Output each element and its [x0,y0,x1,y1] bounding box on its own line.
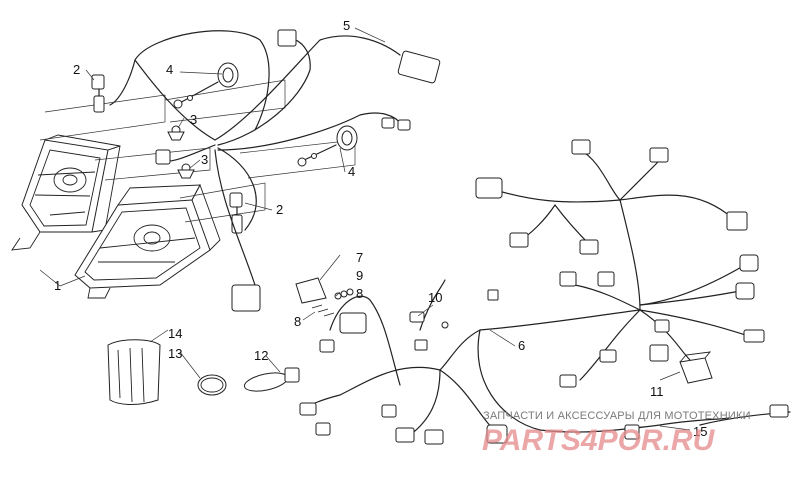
clamp-13 [197,374,227,396]
adjuster-assembly-lower [297,125,358,167]
bulb-socket-upper [91,74,105,113]
watermark: ЗАПЧАСТИ И АКСЕССУАРЫ ДЛЯ МОТОТЕХНИКИ PA… [482,410,751,457]
callout-2-upper: 2 [73,62,80,77]
callout-7: 7 [356,250,363,265]
sensor-12 [243,367,300,392]
headlight-harness [109,29,441,312]
headlight-bulb-upper [167,125,185,141]
callout-1: 1 [54,278,61,293]
adjuster-assembly-upper [173,62,239,109]
callout-6: 6 [518,338,525,353]
connector-housing-7 [295,277,327,304]
terminal-pins-8-9 [311,288,354,317]
callout-numbers: 1 2 2 3 3 4 4 5 6 7 8 8 9 10 11 12 13 14… [54,18,707,439]
callout-11: 11 [650,384,664,399]
callout-15: 15 [693,424,707,439]
relay-11 [679,351,713,384]
headlight-left [11,134,121,251]
main-harness [299,139,791,445]
callout-3-lower: 3 [201,152,208,167]
callout-9: 9 [356,268,363,283]
wrap-sleeve-14 [107,339,161,405]
callout-2-lower: 2 [276,202,283,217]
callout-12: 12 [254,348,268,363]
callout-4-lower: 4 [348,164,355,179]
leader-lines [39,27,691,431]
callout-3-upper: 3 [190,112,197,127]
watermark-logo: PARTS4POR.RU [482,424,716,457]
callout-4-upper: 4 [166,62,173,77]
callout-8-right: 8 [356,286,363,301]
callout-8-left: 8 [294,314,301,329]
headlight-bulb-lower [177,163,195,179]
watermark-tagline: ЗАПЧАСТИ И АКСЕССУАРЫ ДЛЯ МОТОТЕХНИКИ [483,410,751,422]
callout-13: 13 [168,346,182,361]
callout-5: 5 [343,18,350,33]
harness-15 [659,404,789,426]
bulb-socket-lower [229,192,243,234]
callout-14: 14 [168,326,182,341]
assembly-guide-lines [39,79,356,223]
callout-10: 10 [428,290,442,305]
headlight-right [74,183,221,299]
